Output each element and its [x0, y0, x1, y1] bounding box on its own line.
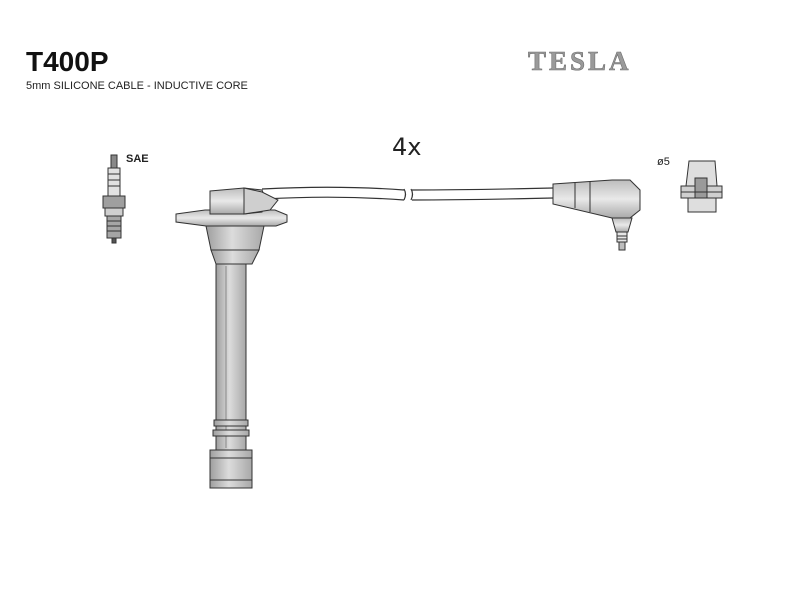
part-number-title: T400P — [26, 46, 109, 77]
brand-logo: TESLA — [528, 48, 632, 74]
terminal-connector-icon — [680, 160, 723, 213]
spark-plug-icon — [102, 154, 126, 244]
coil-boot — [175, 187, 288, 489]
cable-description: 5mm SILICONE CABLE - INDUCTIVE CORE — [26, 80, 248, 92]
spark-plug-type-label: SAE — [126, 153, 149, 165]
terminal-diameter-label: ø5 — [657, 156, 670, 168]
quantity-label: 4x — [392, 133, 422, 161]
cable-wire — [261, 186, 554, 201]
angled-plug-boot — [552, 179, 641, 251]
brand-logo-text: TESLA — [528, 48, 632, 74]
